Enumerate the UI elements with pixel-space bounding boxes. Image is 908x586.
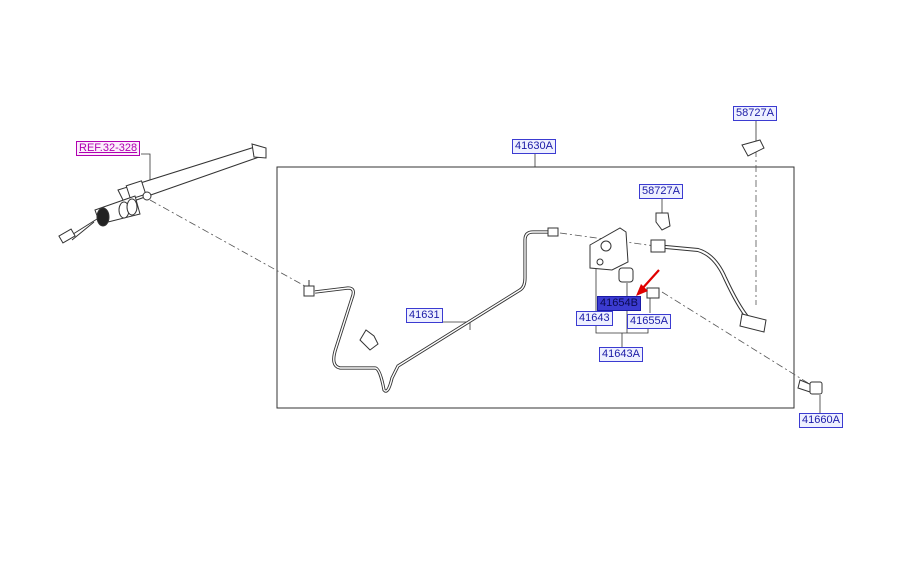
clutch-master-cylinder xyxy=(58,143,267,244)
tube-clip xyxy=(359,329,379,351)
clutch-tube xyxy=(303,227,559,393)
bracket-hole-lower xyxy=(596,258,604,266)
assembly-frame xyxy=(276,166,795,409)
clip-58727A-mid xyxy=(655,212,671,231)
part-label-41654B[interactable]: 41654B xyxy=(597,296,641,311)
grommet xyxy=(618,267,634,283)
bolt xyxy=(797,379,823,395)
ref-32-328-link[interactable]: REF.32-328 xyxy=(76,141,141,156)
clutch-hose xyxy=(650,239,767,333)
pin xyxy=(646,287,660,299)
part-label-58727A-top[interactable]: 58727A xyxy=(733,106,777,121)
part-label-41660A[interactable]: 41660A xyxy=(799,413,843,428)
bracket-hole xyxy=(600,240,612,252)
part-label-41643A[interactable]: 41643A xyxy=(599,347,643,362)
centre-lines xyxy=(149,150,809,384)
clip-58727A-top xyxy=(741,139,765,157)
part-label-58727A-mid[interactable]: 58727A xyxy=(639,184,683,199)
part-label-41643[interactable]: 41643 xyxy=(576,311,613,326)
part-label-41630A[interactable]: 41630A xyxy=(512,139,556,154)
part-label-41631[interactable]: 41631 xyxy=(406,308,443,323)
part-label-41655A[interactable]: 41655A xyxy=(627,314,671,329)
selected-part-arrow xyxy=(636,269,660,296)
